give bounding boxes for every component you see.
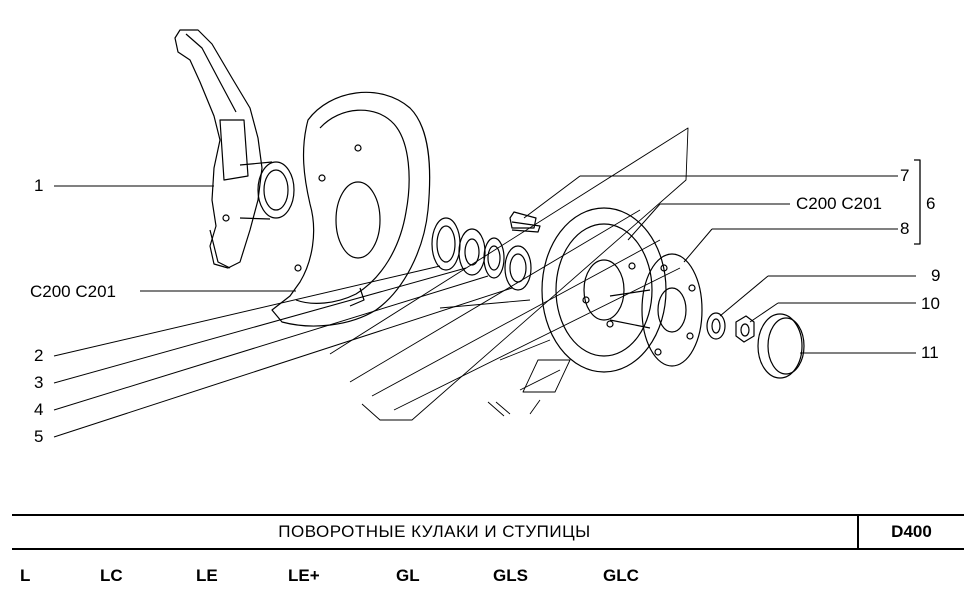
title-bar: ПОВОРОТНЫЕ КУЛАКИ И СТУПИЦЫ D400 — [12, 514, 964, 550]
page-title: ПОВОРОТНЫЕ КУЛАКИ И СТУПИЦЫ — [278, 522, 591, 541]
variant-gl: GL — [396, 566, 420, 585]
brake-shield — [271, 91, 431, 327]
label-1: 1 — [34, 176, 44, 195]
wheel-hub — [609, 253, 703, 367]
variant-le: LE — [196, 566, 218, 585]
label-5: 5 — [34, 427, 44, 446]
label-8: 8 — [900, 219, 910, 238]
label-3: 3 — [34, 373, 44, 392]
label-6: 6 — [926, 194, 936, 213]
bearing-parts — [431, 217, 532, 291]
title-divider — [857, 516, 859, 548]
steering-knuckle — [174, 29, 295, 269]
label-10: 10 — [921, 294, 940, 313]
variant-l: L — [20, 566, 31, 585]
label-right-code: C200 C201 — [796, 194, 883, 213]
label-4: 4 — [34, 400, 44, 419]
label-11: 11 — [921, 343, 939, 362]
label-7: 7 — [900, 166, 910, 185]
small-parts — [706, 312, 805, 379]
label-left-code: C200 C201 — [30, 282, 117, 301]
exploded-parts-diagram — [53, 29, 921, 438]
bolt — [509, 211, 541, 233]
group-bracket — [914, 159, 921, 245]
variant-gls: GLS — [493, 566, 528, 585]
variant-glc: GLC — [603, 566, 639, 585]
leader-lines — [53, 175, 916, 438]
section-code: D400 — [891, 522, 932, 541]
label-9: 9 — [931, 266, 941, 285]
label-2: 2 — [34, 346, 44, 365]
variant-le-plus: LE+ — [288, 566, 320, 585]
assembly-guides — [329, 127, 689, 421]
variant-lc: LC — [100, 566, 123, 585]
